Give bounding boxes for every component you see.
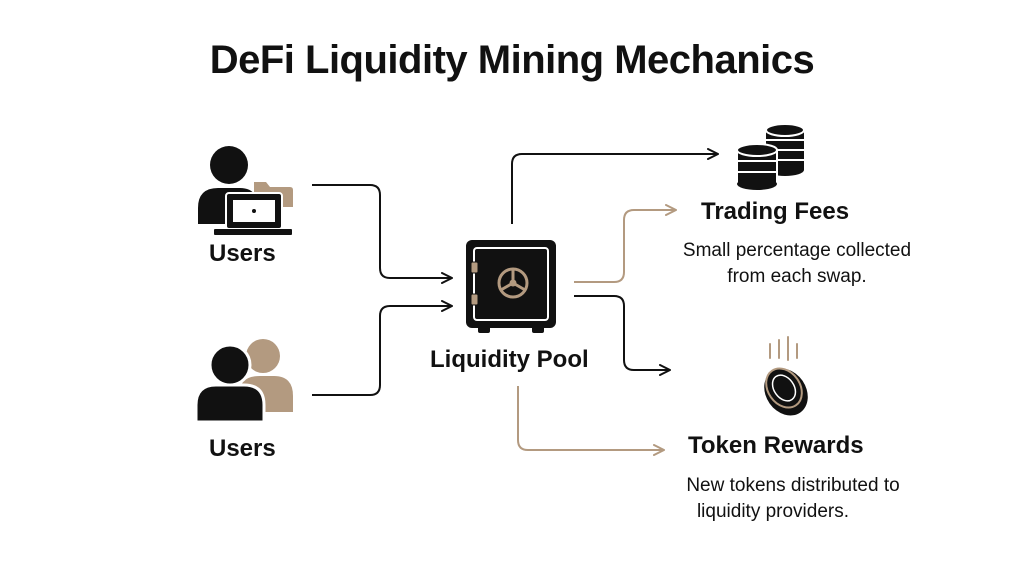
coin-stacks-icon xyxy=(736,123,805,190)
users-top-label: Users xyxy=(209,240,276,267)
trading-fees-description-line2: from each swap. xyxy=(727,266,867,287)
arrow-pool-to-trading-fees xyxy=(574,204,677,283)
falling-coin-icon xyxy=(764,336,808,416)
token-rewards-description-line2: liquidity providers. xyxy=(696,501,850,522)
token-rewards-label: Token Rewards xyxy=(688,432,864,459)
users-group-icon xyxy=(194,339,293,424)
trading-fees-label: Trading Fees xyxy=(701,198,850,225)
diagram-title: DeFi Liquidity Mining Mechanics xyxy=(209,38,815,82)
trading-fees-description-line1: Small percentage collected xyxy=(682,240,912,261)
arrow-pool-to-coins xyxy=(511,148,719,224)
arrow-pool-to-token-rewards xyxy=(517,386,665,456)
arrow-users-bottom-to-pool xyxy=(312,300,453,396)
user-laptop-icon xyxy=(198,146,293,235)
liquidity-pool-label: Liquidity Pool xyxy=(430,346,589,373)
users-bottom-label: Users xyxy=(209,435,276,462)
arrow-pool-to-falling-coin xyxy=(574,295,671,376)
token-rewards-description-line1: New tokens distributed to xyxy=(686,475,900,496)
arrow-users-top-to-pool xyxy=(312,184,453,284)
safe-vault-icon xyxy=(466,240,556,333)
